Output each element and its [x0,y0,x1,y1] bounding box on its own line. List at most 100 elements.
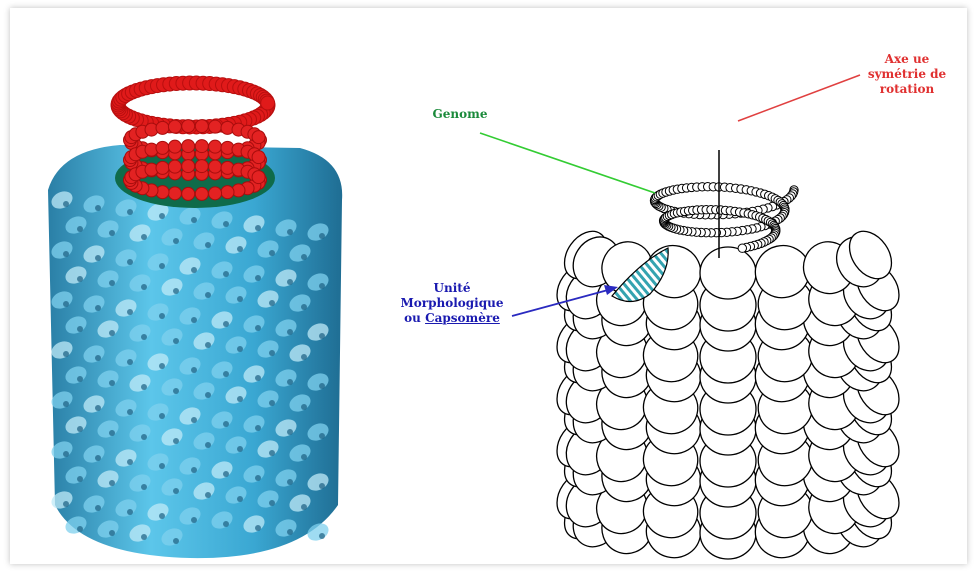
subunit-shadow [269,400,275,406]
subunit-shadow [173,388,179,394]
unite-label-prefix: ou [404,311,425,325]
subunit-shadow [127,359,133,365]
subunit-shadow [269,350,275,356]
subunit-shadow [109,430,115,436]
rna-helix-bead [168,120,181,133]
subunit-shadow [223,471,229,477]
subunit-shadow [319,333,325,339]
genome-label: Genome [420,107,500,122]
subunit-shadow [109,480,115,486]
rna-helix-bead [156,121,169,134]
subunit-shadow [237,296,243,302]
subunit-shadow [191,467,197,473]
morphological-unit-label: Unité Morphologique ou Capsomère [392,281,512,326]
subunit-shadow [63,501,69,507]
subunit-shadow [95,305,101,311]
rna-helix-bead [195,187,208,200]
subunit-shadow [173,288,179,294]
subunit-shadow [237,396,243,402]
subunit-shadow [287,379,293,385]
rna-ring-bead [261,96,275,110]
subunit-shadow [205,492,211,498]
rna-helix-bead [182,140,195,153]
rna-helix-bead [209,160,222,173]
subunit-shadow [109,530,115,536]
subunit-shadow [287,229,293,235]
subunit-shadow [159,413,165,419]
rna-helix-bead [252,131,265,144]
rna-helix-bead [168,187,181,200]
subunit-shadow [95,205,101,211]
subunit-shadow [173,488,179,494]
unite-label-line3: ou Capsomère [392,311,512,326]
rna-helix-bead [252,151,265,164]
rna-helix-bead [156,141,169,154]
genome-pointer-line [480,133,655,193]
subunit-shadow [223,371,229,377]
genome-coil-turn [738,244,746,252]
subunit-shadow [141,334,147,340]
axe-pointer-line [738,75,860,121]
capsomere-link[interactable]: Capsomère [425,311,500,325]
subunit-shadow [301,304,307,310]
subunit-shadow [301,454,307,460]
rna-helix-bead [168,160,181,173]
subunit-shadow [141,284,147,290]
subunit-shadow [287,329,293,335]
subunit-shadow [255,425,261,431]
subunit-shadow [77,426,83,432]
subunit-shadow [269,450,275,456]
subunit-shadow [159,363,165,369]
subunit-shadow [159,263,165,269]
subunit-shadow [63,301,69,307]
subunit-shadow [319,483,325,489]
subunit-shadow [255,525,261,531]
subunit-shadow [141,384,147,390]
subunit-shadow [127,309,133,315]
subunit-shadow [255,375,261,381]
capsid-schematic [548,150,907,563]
axe-label-line2: symétrie de [862,67,952,82]
subunit-shadow [95,505,101,511]
subunit-shadow [237,246,243,252]
axe-label-line3: rotation [862,82,952,97]
subunit-shadow [173,338,179,344]
subunit-shadow [141,534,147,540]
subunit-shadow [237,346,243,352]
subunit-shadow [223,521,229,527]
subunit-shadow [205,392,211,398]
subunit-shadow [127,209,133,215]
capsomere-petal [700,247,756,299]
subunit-shadow [63,451,69,457]
subunit-shadow [63,351,69,357]
subunit-shadow [173,238,179,244]
subunit-shadow [205,342,211,348]
rna-helix-bead [221,186,234,199]
subunit-shadow [319,533,325,539]
subunit-shadow [63,401,69,407]
subunit-shadow [269,300,275,306]
capsid-3d-model [48,76,342,558]
rna-helix-bead [195,160,208,173]
subunit-shadow [77,476,83,482]
rna-helix-bead [182,187,195,200]
subunit-shadow [301,404,307,410]
subunit-shadow [319,433,325,439]
subunit-shadow [191,267,197,273]
axe-label-line1: Axe ue [862,52,952,67]
subunit-shadow [319,383,325,389]
rna-helix-bead [209,187,222,200]
subunit-shadow [109,230,115,236]
rna-helix-bead [209,140,222,153]
subunit-shadow [237,496,243,502]
subunit-shadow [77,376,83,382]
subunit-shadow [191,517,197,523]
subunit-shadow [127,509,133,515]
subunit-shadow [191,217,197,223]
subunit-shadow [95,455,101,461]
rna-helix-bead [182,120,195,133]
subunit-shadow [109,330,115,336]
subunit-shadow [77,326,83,332]
subunit-shadow [141,484,147,490]
rna-helix-bead [195,140,208,153]
